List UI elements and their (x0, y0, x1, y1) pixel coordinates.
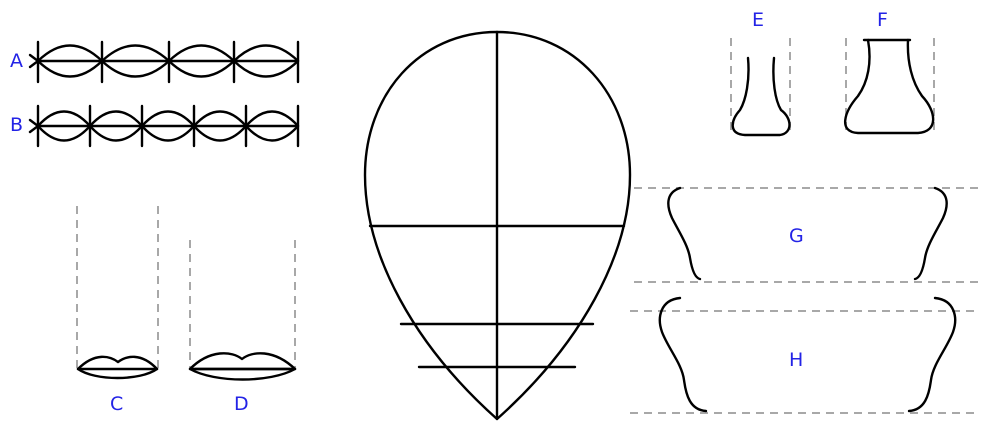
ear-g: G (634, 188, 980, 282)
nose-e: E (731, 9, 790, 135)
label-g: G (789, 225, 804, 247)
mouth-d: D (190, 240, 295, 415)
label-c: C (110, 393, 123, 415)
eye-spacing-a: A (10, 42, 298, 82)
label-a: A (10, 50, 23, 72)
mouth-c: C (77, 206, 158, 415)
head-oval (365, 32, 630, 419)
label-b: B (10, 114, 23, 136)
eye-spacing-b: B (10, 106, 298, 146)
label-h: H (789, 349, 803, 371)
label-d: D (234, 393, 249, 415)
label-e: E (752, 9, 764, 31)
ear-h: H (630, 298, 980, 413)
nose-f: F (845, 9, 934, 134)
label-f: F (877, 9, 888, 31)
